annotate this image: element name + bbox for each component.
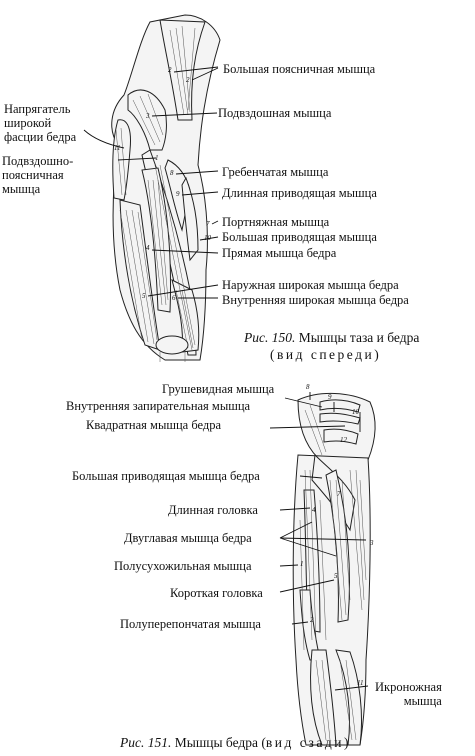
label-adductor-longus: Длинная приводящая мышца [222, 186, 377, 200]
caption-fig150-prefix: Рис. 150. [244, 330, 296, 345]
label-semitendinosus: Полусухожильная мышца [114, 559, 252, 573]
label-sartorius: Портняжная мышца [222, 215, 330, 229]
label-vastus-lateralis: Наружная широкая мышца бедра [222, 278, 399, 292]
fig150-num-9: 9 [176, 190, 180, 198]
fig151-num-2: 2 [310, 616, 314, 624]
label-iliacus: Подвздошная мышца [218, 106, 332, 120]
label-semimembranosus: Полуперепончатая мышца [120, 617, 261, 631]
fig151-drawing: 8 9 10 12 7 4 3 1 5 2 11 [269, 383, 376, 746]
label-vastus-medialis: Внутренняя широкая мышца бедра [222, 293, 409, 307]
caption-fig151-spaced: вид сзади [265, 735, 344, 750]
label-biceps-femoris: Двуглавая мышца бедра [124, 531, 252, 545]
fig151-num-8: 8 [306, 383, 310, 391]
label-rectus-femoris: Прямая мышца бедра [222, 246, 337, 260]
caption-fig150: Рис. 150. Мышцы таза и бедра [244, 329, 419, 346]
fig150-num-10: 10 [204, 234, 212, 242]
caption-fig150-line2: (вид спереди) [270, 347, 382, 362]
label-iliopsoas: Подвздошно- поясничная мышца [2, 154, 74, 196]
fig151-num-11: 11 [357, 679, 363, 687]
fig150-num-2b: 2 [186, 76, 190, 84]
fig151-num-10: 10 [352, 408, 360, 416]
caption-fig151-text: Мышцы бедра ( [171, 735, 266, 750]
caption-fig151-prefix: Рис. 151. [120, 735, 172, 750]
label-piriformis: Грушевидная мышца [162, 382, 275, 396]
fig151-num-4: 4 [312, 506, 316, 514]
fig150-drawing: 2 2 3 11 1 8 9 7 10 4 5 6 [83, 14, 221, 362]
fig150-num-1: 1 [155, 154, 159, 162]
fig151-num-3: 3 [369, 539, 374, 547]
fig150-num-7: 7 [206, 220, 210, 228]
fig151-num-12: 12 [340, 436, 348, 444]
fig150-num-8: 8 [170, 169, 174, 177]
label-long-head: Длинная головка [168, 503, 258, 517]
caption-fig151: Рис. 151. Мышцы бедра (вид сзади) [120, 734, 348, 751]
fig150-num-5: 5 [142, 292, 146, 300]
label-psoas-major: Большая поясничная мышца [223, 62, 376, 76]
fig150-num-3: 3 [145, 112, 150, 120]
label-gastrocnemius: Икроножная мышца [375, 680, 442, 708]
caption-fig150-text: Мышцы таза и бедра [295, 330, 420, 345]
fig151-num-9: 9 [328, 393, 332, 401]
fig151-num-5: 5 [334, 572, 338, 580]
fig150-num-4: 4 [146, 244, 150, 252]
fig150-num-6: 6 [172, 294, 176, 302]
label-adductor-magnus-posterior: Большая приводящая мышца бедра [72, 469, 260, 483]
label-obturator-internus: Внутренняя запирательная мышца [66, 399, 251, 413]
fig151-num-7: 7 [337, 490, 341, 498]
label-pectineus: Гребенчатая мышца [222, 165, 329, 179]
fig150-num-11: 11 [114, 144, 120, 152]
label-tensor-fasciae-latae: Напрягатель широкой фасции бедра [4, 102, 77, 144]
label-short-head: Короткая головка [170, 586, 263, 600]
label-adductor-magnus: Большая приводящая мышца [222, 230, 377, 244]
caption-fig151-close: ) [343, 735, 349, 750]
fig151-num-1: 1 [300, 560, 304, 568]
label-quadratus-femoris: Квадратная мышца бедра [86, 418, 222, 432]
fig150-num-2a: 2 [168, 66, 172, 74]
